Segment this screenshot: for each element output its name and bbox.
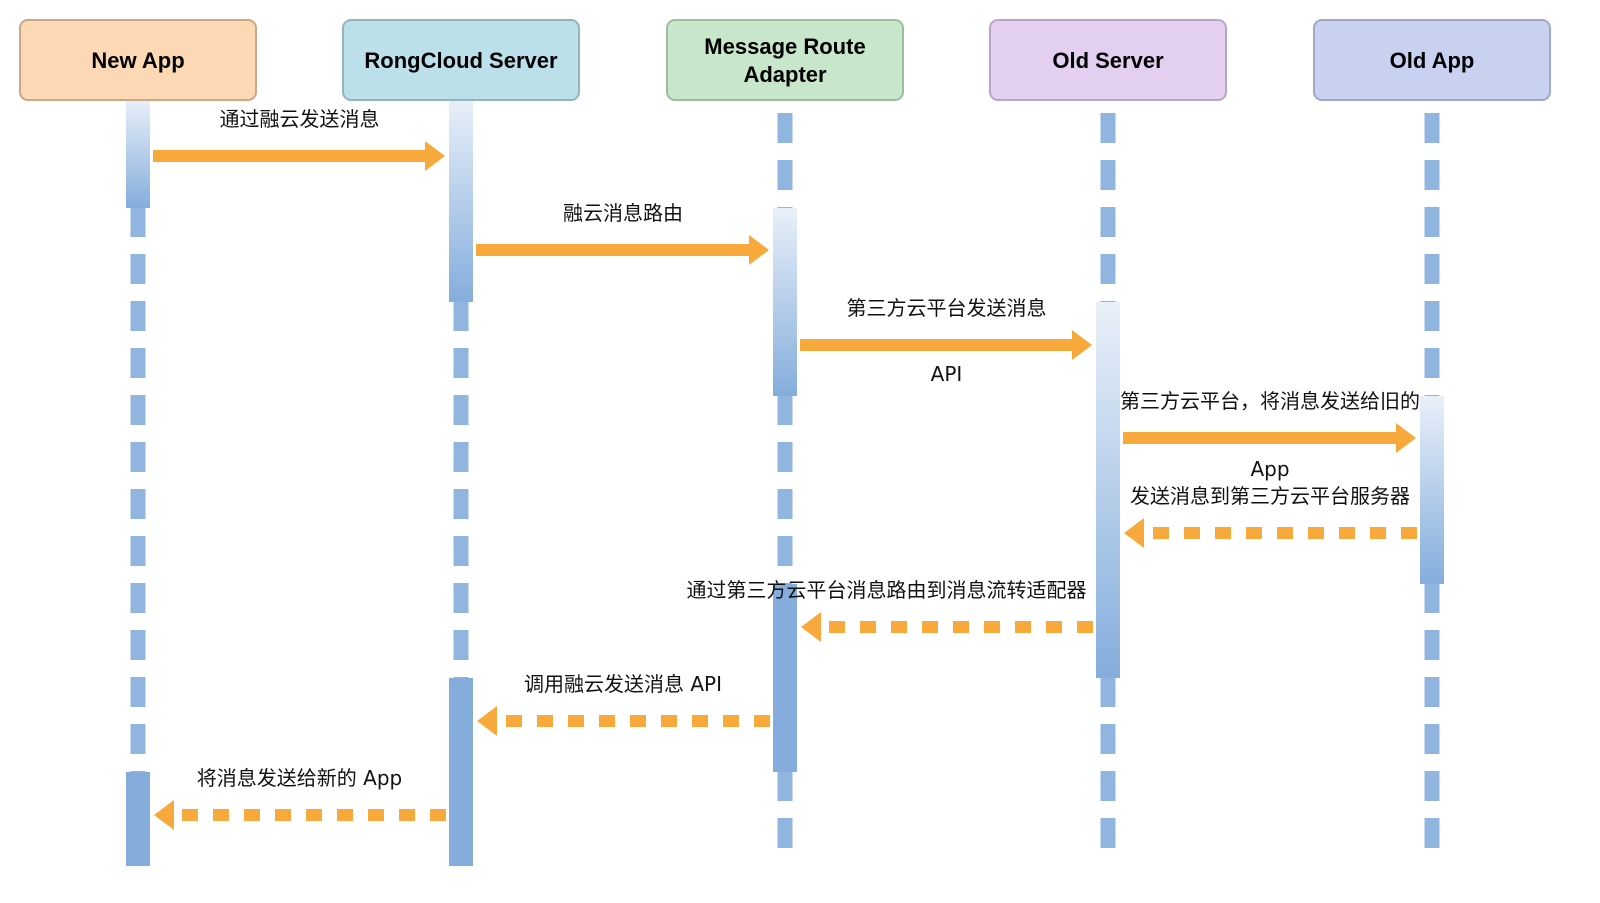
activation-bar-old-app xyxy=(1420,396,1444,584)
message-arrowhead xyxy=(477,706,497,736)
actor-label: Old App xyxy=(1390,48,1475,73)
actor-label: RongCloud Server xyxy=(364,48,558,73)
message-arrowhead xyxy=(801,612,821,642)
activation-bar-message-route-adapter xyxy=(773,208,797,396)
message-arrowhead xyxy=(425,141,445,171)
message-2: 融云消息路由 xyxy=(476,201,769,265)
actor-rongcloud-server: RongCloud Server xyxy=(342,19,580,101)
activation-bar-old-server xyxy=(1096,302,1120,678)
message-label: 发送消息到第三方云平台服务器 xyxy=(1130,484,1410,508)
message-label: API xyxy=(931,362,963,386)
activation-bar-new-app xyxy=(126,98,150,208)
actor-old-server: Old Server xyxy=(989,19,1227,101)
activation-bar-new-app xyxy=(126,772,150,866)
actor-old-app: Old App xyxy=(1313,19,1551,101)
message-label: 将消息发送给新的 App xyxy=(197,766,402,790)
actor-label: Old Server xyxy=(1052,48,1164,73)
message-3: 第三方云平台发送消息 API xyxy=(800,296,1092,386)
message-5: 发送消息到第三方云平台服务器 xyxy=(1124,484,1417,548)
message-4: 第三方云平台，将消息发送给旧的 App xyxy=(1120,389,1420,481)
message-arrowhead xyxy=(154,800,174,830)
message-label: 融云消息路由 xyxy=(563,201,683,225)
actor-box xyxy=(989,19,1227,101)
message-arrowhead xyxy=(1396,423,1416,453)
message-label: 通过第三方云平台消息路由到消息流转适配器 xyxy=(687,578,1087,602)
message-label: App xyxy=(1250,457,1289,481)
message-label: 第三方云平台发送消息 xyxy=(847,296,1047,320)
activation-bar-message-route-adapter xyxy=(773,584,797,772)
message-arrowhead xyxy=(1124,518,1144,548)
message-label: 第三方云平台，将消息发送给旧的 xyxy=(1120,389,1420,413)
message-1: 通过融云发送消息 xyxy=(153,107,445,171)
actor-box xyxy=(342,19,580,101)
actor-label: Message Route xyxy=(704,34,865,59)
message-arrowhead xyxy=(749,235,769,265)
activation-bar-rongcloud-server xyxy=(449,678,473,866)
actor-label: Adapter xyxy=(743,62,827,87)
actor-new-app: New App xyxy=(19,19,257,101)
message-arrowhead xyxy=(1072,330,1092,360)
message-7: 调用融云发送消息 API xyxy=(477,672,770,736)
message-label: 调用融云发送消息 API xyxy=(524,672,722,696)
actor-box xyxy=(19,19,257,101)
actor-label: New App xyxy=(91,48,184,73)
message-8: 将消息发送给新的 App xyxy=(154,766,446,830)
actor-box xyxy=(666,19,904,101)
message-6: 通过第三方云平台消息路由到消息流转适配器 xyxy=(687,578,1093,642)
activation-bar-rongcloud-server xyxy=(449,98,473,302)
message-label: 通过融云发送消息 xyxy=(220,107,380,131)
actor-box xyxy=(1313,19,1551,101)
